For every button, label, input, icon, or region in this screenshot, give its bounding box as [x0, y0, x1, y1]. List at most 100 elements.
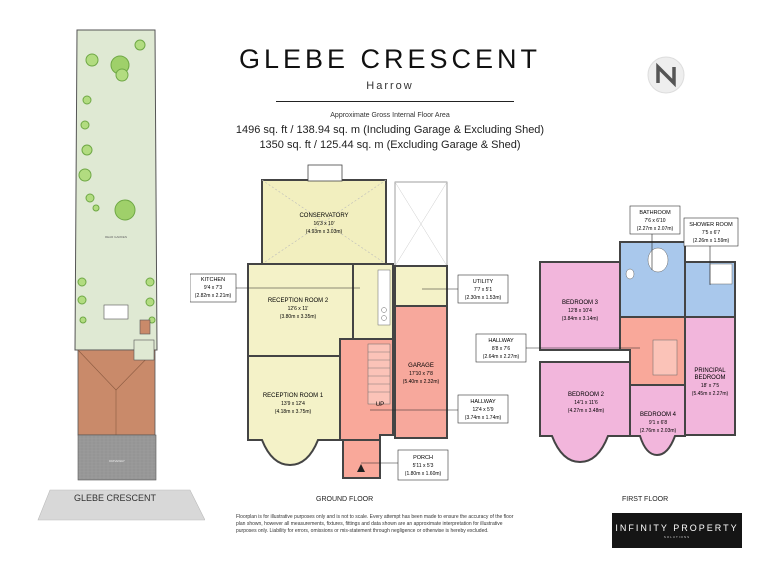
bedroom2-metric: (4.27m x 3.48m)	[568, 408, 605, 414]
bathroom-metric: (2.27m x 2.07m)	[637, 226, 674, 232]
garage-imperial: 17'10 x 7'8	[409, 371, 433, 377]
tree-icon	[82, 95, 92, 105]
first-hallway-name: HALLWAY	[488, 338, 514, 344]
bedroom3-name: BEDROOM 3	[562, 300, 599, 306]
utility-name: UTILITY	[473, 279, 494, 285]
tree-icon	[134, 39, 146, 51]
title-rule	[276, 101, 514, 102]
street-name: GLEBE CRESCENT	[73, 493, 157, 503]
porch-imperial: 5'11 x 5'3	[413, 463, 434, 469]
brand-name: INFINITY PROPERTY	[615, 523, 739, 533]
bedroom3-metric: (3.84m x 3.14m)	[562, 316, 599, 322]
bedroom-2	[539, 361, 631, 464]
rear-garden	[74, 29, 158, 351]
disclaimer-text: Floorplan is for illustrative purposes o…	[236, 514, 514, 534]
bath-icon	[647, 247, 669, 273]
first-floor-label: FIRST FLOOR	[622, 496, 669, 503]
utility-imperial: 7'7 x 5'1	[474, 287, 493, 293]
garage-name: GARAGE	[408, 363, 434, 369]
tree-icon	[145, 277, 155, 287]
reception2-imperial: 12'6 x 11'	[288, 306, 309, 312]
reception1-imperial: 13'9 x 12'4	[281, 401, 305, 407]
tree-icon	[78, 168, 92, 182]
brand-logo: INFINITY PROPERTY SOLUTIONS	[612, 513, 742, 548]
utility	[394, 265, 448, 307]
tree-icon	[145, 297, 155, 307]
first-hallway-callout	[475, 333, 527, 363]
utility-metric: (2.30m x 1.53m)	[465, 295, 502, 301]
north-compass-icon	[647, 56, 685, 94]
bedroom-4	[629, 384, 686, 457]
entrance-arrow-icon	[357, 464, 365, 472]
tree-icon	[85, 193, 95, 203]
tree-icon	[92, 204, 100, 212]
kitchen-worktop	[377, 269, 391, 326]
bedroom-3	[539, 261, 621, 351]
porch-callout	[397, 449, 449, 481]
staircase	[367, 343, 391, 405]
brand-sub: SOLUTIONS	[663, 535, 691, 539]
hallway-name: HALLWAY	[470, 399, 496, 405]
first-floor-plan: BEDROOM 3 12'8 x 10'4 (3.84m x 3.14m) PR…	[475, 205, 739, 464]
garden-label: REAR GARDEN	[105, 235, 127, 239]
reception2-metric: (3.80m x 3.35m)	[280, 314, 317, 320]
shower-name: SHOWER ROOM	[689, 222, 733, 228]
conservatory-imperial: 16'3 x 10'	[313, 221, 334, 227]
principal-imperial: 18' x 7'5	[701, 383, 720, 389]
driveway-label: DRIVEWAY	[109, 459, 125, 463]
page-title: GLEBE CRESCENT	[238, 44, 542, 74]
reception1-name: RECEPTION ROOM 1	[263, 393, 324, 399]
first-hallway-imperial: 8'8 x 7'6	[492, 346, 511, 352]
ground-floor-plan: CONSERVATORY 16'3 x 10' (4.93m x 3.03m) …	[190, 164, 509, 481]
house-roof	[77, 349, 156, 436]
reception1-metric: (4.18m x 3.75m)	[275, 409, 312, 415]
landing-stairs	[652, 339, 678, 376]
area-excluding-garage: 1350 sq. ft / 125.44 sq. m (Excluding Ga…	[259, 139, 521, 151]
tree-icon	[79, 316, 87, 324]
kitchen-imperial: 9'4 x 7'3	[204, 285, 223, 291]
bedroom4-name: BEDROOM 4	[640, 412, 677, 418]
kitchen-name: KITCHEN	[201, 277, 225, 283]
page-subtitle: Harrow	[366, 80, 414, 92]
porch-metric: (1.80m x 1.60m)	[405, 471, 442, 477]
hallway-metric: (3.74m x 1.74m)	[465, 415, 502, 421]
kitchen-callout	[190, 273, 237, 303]
bathroom-name: BATHROOM	[639, 210, 671, 216]
conservatory-name: CONSERVATORY	[299, 213, 348, 219]
tree-icon	[81, 144, 93, 156]
reception2-name: RECEPTION ROOM 2	[268, 298, 329, 304]
bedroom4-imperial: 9'1 x 6'8	[649, 420, 668, 426]
garage-metric: (5.40m x 2.32m)	[403, 379, 440, 385]
principal-metric: (5.45m x 2.27m)	[692, 391, 729, 397]
conservatory-doors	[307, 164, 343, 182]
tree-icon	[85, 53, 99, 67]
porch-name: PORCH	[413, 455, 433, 461]
stairs-up-label: UP	[376, 402, 384, 408]
hallway-imperial: 12'4 x 5'9	[472, 407, 493, 413]
hallway-callout	[457, 394, 509, 424]
tree-icon	[80, 120, 90, 130]
utility-callout	[457, 274, 509, 304]
principal-name: PRINCIPAL	[694, 368, 726, 374]
area-heading: Approximate Gross Internal Floor Area	[330, 112, 450, 119]
area-including-garage: 1496 sq. ft / 138.94 sq. m (Including Ga…	[235, 124, 545, 136]
shower-imperial: 7'5 x 6'7	[702, 230, 721, 236]
conservatory-metric: (4.93m x 3.03m)	[306, 229, 343, 235]
first-hallway-metric: (2.64m x 2.27m)	[483, 354, 520, 360]
bedroom3-imperial: 12'8 x 10'4	[568, 308, 592, 314]
shed	[103, 304, 129, 320]
tree-icon	[114, 199, 136, 221]
bedroom2-name: BEDROOM 2	[568, 392, 605, 398]
shower-metric: (2.26m x 1.59m)	[693, 238, 730, 244]
shower-callout	[683, 217, 739, 247]
principal-bedroom	[684, 316, 736, 436]
tree-icon	[115, 68, 129, 82]
tree-icon	[77, 277, 87, 287]
site-plan: REAR GARDEN DRIVEWAY	[37, 29, 205, 521]
bedroom4-metric: (2.76m x 2.03m)	[640, 428, 677, 434]
porch	[342, 439, 381, 479]
reception-room-2	[247, 263, 354, 357]
bedroom2-imperial: 14'1 x 11'6	[574, 400, 598, 406]
garage	[394, 305, 448, 439]
shower-tray-icon	[709, 263, 733, 285]
